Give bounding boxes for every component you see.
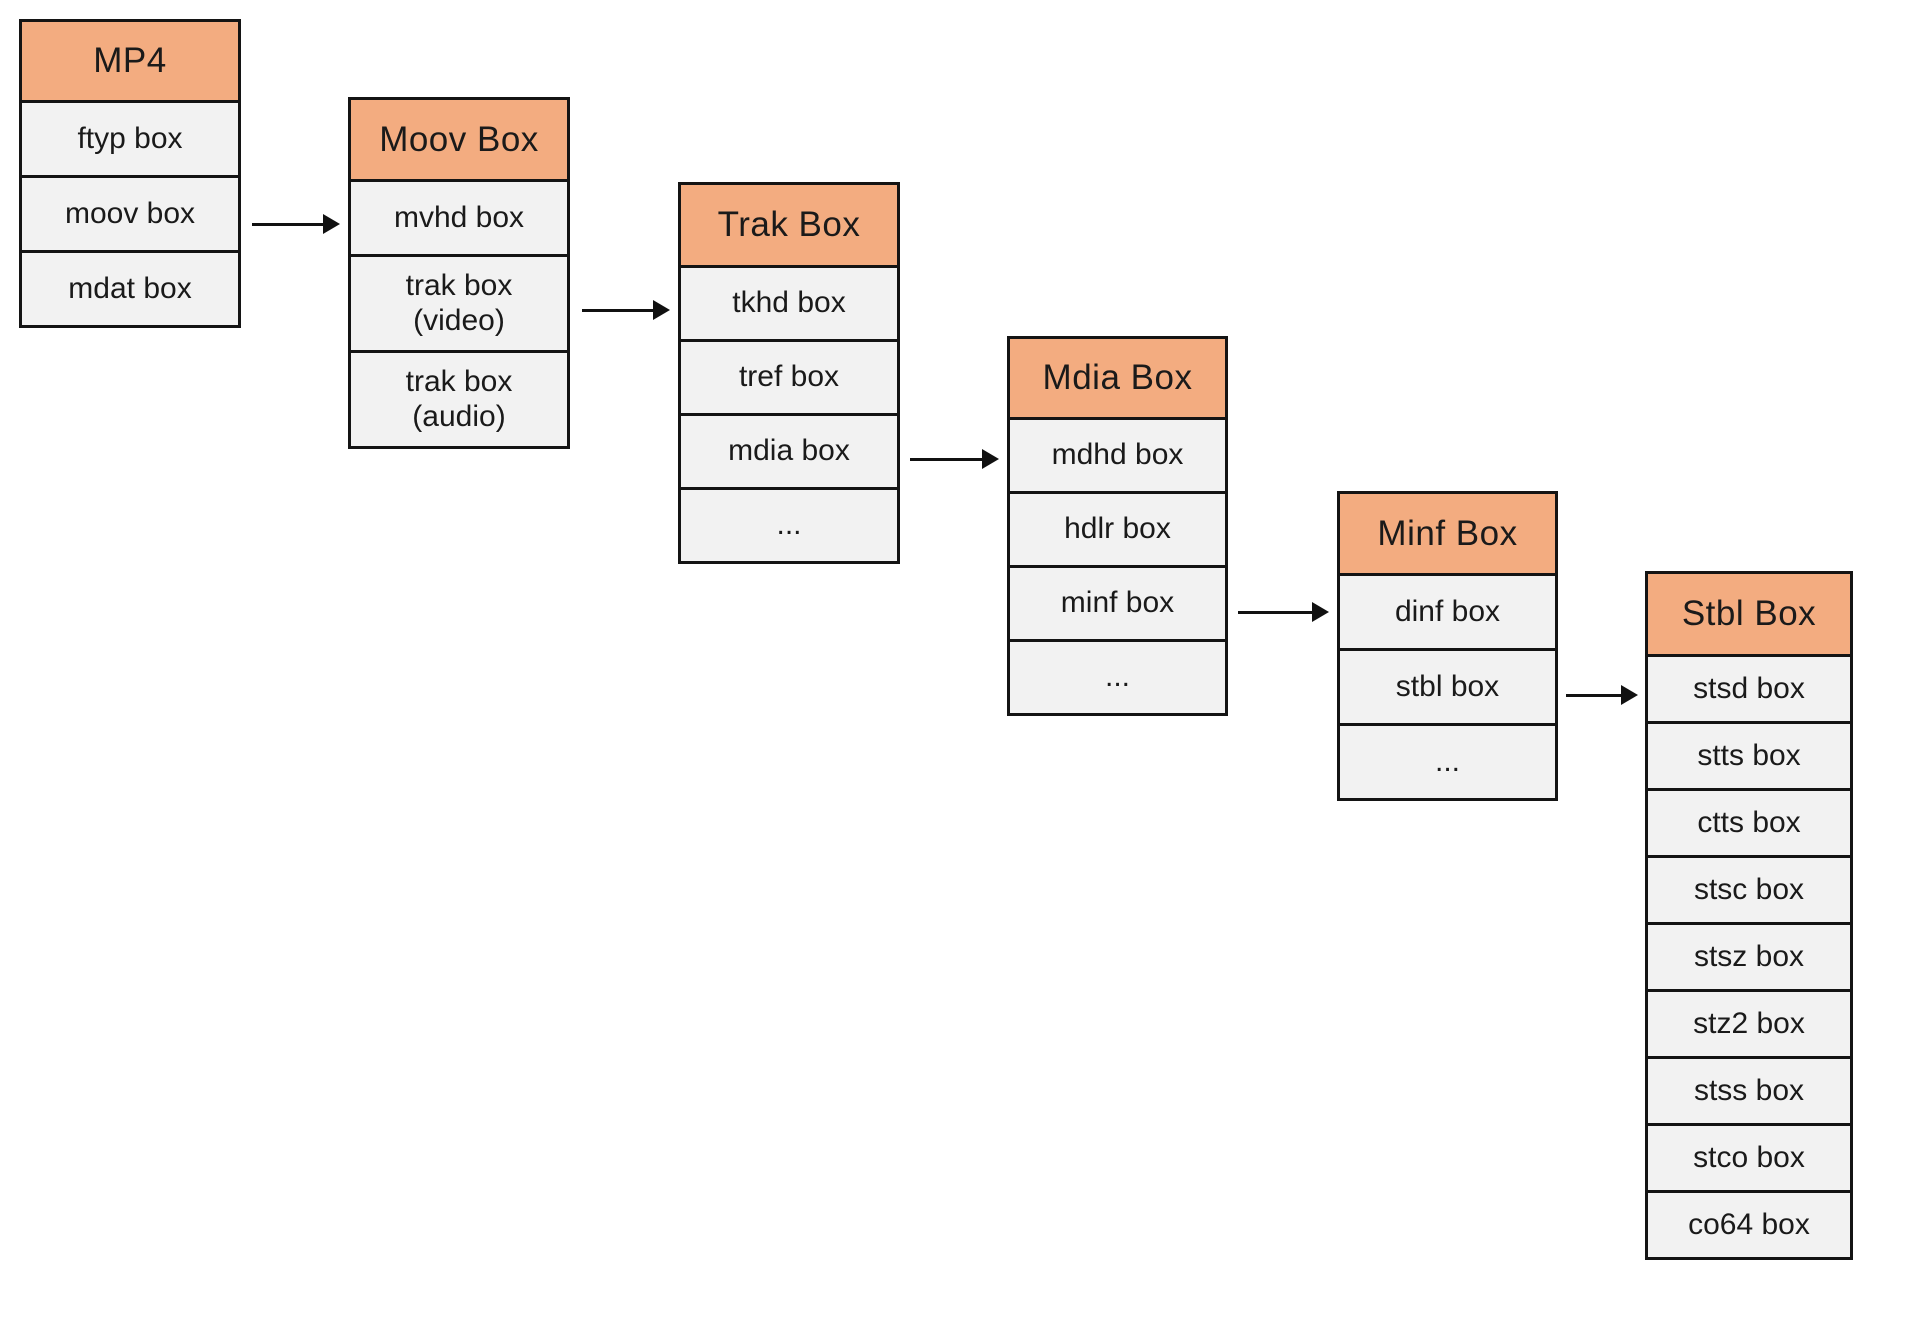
table-mdia: Mdia Box mdhd box hdlr box minf box ... (1007, 336, 1228, 716)
table-trak-row-tkhd: tkhd box (678, 265, 900, 342)
table-trak-header: Trak Box (678, 182, 900, 268)
table-mdia-header: Mdia Box (1007, 336, 1228, 420)
table-mdia-row-hdlr: hdlr box (1007, 491, 1228, 568)
table-trak-row-mdia: mdia box (678, 413, 900, 490)
table-stbl-row-ctts: ctts box (1645, 788, 1853, 858)
table-stbl-row-stsd: stsd box (1645, 654, 1853, 724)
table-mdia-row-minf: minf box (1007, 565, 1228, 642)
table-mp4-row-mdat: mdat box (19, 250, 241, 328)
table-mp4-header: MP4 (19, 19, 241, 103)
table-moov-header: Moov Box (348, 97, 570, 182)
table-moov-row-mvhd: mvhd box (348, 179, 570, 257)
table-minf-header: Minf Box (1337, 491, 1558, 576)
table-moov-row-trak-video: trak box (video) (348, 254, 570, 353)
arrow-shaft (252, 222, 326, 226)
table-minf-row-ellipsis: ... (1337, 723, 1558, 801)
arrow-head (323, 214, 340, 234)
arrow-head (653, 300, 670, 320)
table-stbl: Stbl Box stsd box stts box ctts box stsc… (1645, 571, 1853, 1260)
arrow-shaft (1566, 693, 1624, 697)
table-moov-row-trak-audio: trak box (audio) (348, 350, 570, 449)
table-stbl-row-stss: stss box (1645, 1056, 1853, 1126)
arrow-shaft (582, 308, 656, 312)
table-stbl-row-stts: stts box (1645, 721, 1853, 791)
table-stbl-row-stsc: stsc box (1645, 855, 1853, 925)
table-mdia-row-ellipsis: ... (1007, 639, 1228, 716)
arrow-head (1312, 602, 1329, 622)
table-stbl-header: Stbl Box (1645, 571, 1853, 657)
table-mp4-row-ftyp: ftyp box (19, 100, 241, 178)
arrow-shaft (910, 457, 985, 461)
table-minf-row-dinf: dinf box (1337, 573, 1558, 651)
table-trak-row-ellipsis: ... (678, 487, 900, 564)
table-stbl-row-co64: co64 box (1645, 1190, 1853, 1260)
table-minf: Minf Box dinf box stbl box ... (1337, 491, 1558, 801)
table-mdia-row-mdhd: mdhd box (1007, 417, 1228, 494)
table-moov: Moov Box mvhd box trak box (video) trak … (348, 97, 570, 449)
table-minf-row-stbl: stbl box (1337, 648, 1558, 726)
table-trak: Trak Box tkhd box tref box mdia box ... (678, 182, 900, 564)
arrow-head (982, 449, 999, 469)
arrow-head (1621, 685, 1638, 705)
table-stbl-row-stco: stco box (1645, 1123, 1853, 1193)
table-stbl-row-stz2: stz2 box (1645, 989, 1853, 1059)
arrow-shaft (1238, 610, 1315, 614)
table-mp4-row-moov: moov box (19, 175, 241, 253)
table-trak-row-tref: tref box (678, 339, 900, 416)
table-stbl-row-stsz: stsz box (1645, 922, 1853, 992)
table-mp4: MP4 ftyp box moov box mdat box (19, 19, 241, 328)
